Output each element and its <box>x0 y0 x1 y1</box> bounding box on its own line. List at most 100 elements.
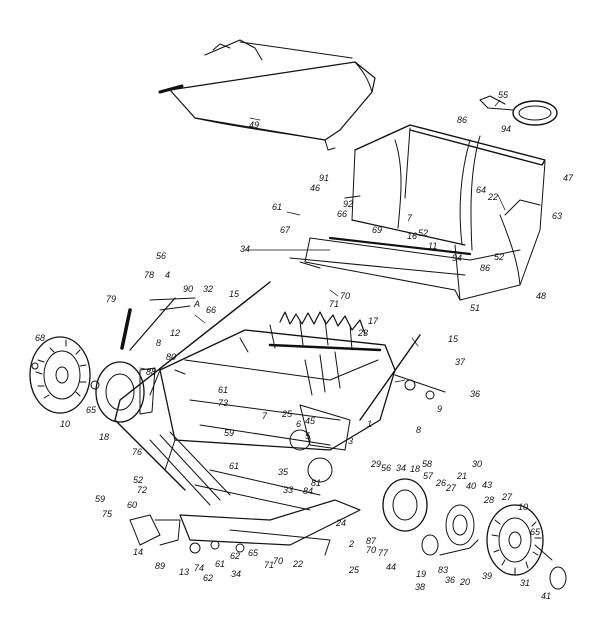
callout: 46 <box>310 183 321 193</box>
callout: 36 <box>470 389 481 399</box>
callout: 48 <box>536 291 547 301</box>
callout: 80 <box>166 352 177 362</box>
callout: 52 <box>418 228 429 238</box>
callout: 79 <box>106 294 117 304</box>
callout: 89 <box>155 561 166 571</box>
lower-frame <box>149 431 361 556</box>
callout: 40 <box>466 481 477 491</box>
callout: 16 <box>407 231 418 241</box>
callout: 20 <box>460 577 471 587</box>
callout: 14 <box>133 547 144 557</box>
callout: 59 <box>224 428 235 438</box>
callout: 58 <box>422 459 433 469</box>
callout: 78 <box>144 270 155 280</box>
callout: 35 <box>278 467 289 477</box>
callout: 23 <box>358 328 369 338</box>
callout: 73 <box>218 398 229 408</box>
callout: 26 <box>436 478 447 488</box>
callout: 70 <box>340 291 351 301</box>
callout: 44 <box>386 562 397 572</box>
callout: 12 <box>170 328 181 338</box>
callout: 63 <box>552 211 563 221</box>
callout: 49 <box>249 120 260 130</box>
callout: 13 <box>179 567 190 577</box>
callout: 27 <box>446 483 457 493</box>
callout: 69 <box>372 225 383 235</box>
callout: 62 <box>230 551 241 561</box>
callout: 61 <box>272 202 283 212</box>
callout: 15 <box>229 289 240 299</box>
callout: 1 <box>367 419 373 429</box>
callout: 59 <box>95 494 106 504</box>
hopper-frame <box>289 124 546 301</box>
callout: 21 <box>457 471 468 481</box>
callout: 56 <box>156 251 167 261</box>
callout: 94 <box>452 253 463 263</box>
callout: 92 <box>343 199 354 209</box>
callout: 66 <box>337 209 348 219</box>
callout: 6 <box>296 419 302 429</box>
callout: 18 <box>410 464 421 474</box>
callout: 22 <box>293 559 304 569</box>
callout: 41 <box>541 591 552 601</box>
callout: 9 <box>437 404 443 414</box>
callout: 74 <box>194 563 205 573</box>
callout: 10 <box>518 502 529 512</box>
callout: 55 <box>498 90 509 100</box>
callout: 62 <box>203 573 214 583</box>
callout: 7 <box>407 213 413 223</box>
callout: 36 <box>445 575 456 585</box>
callout: 38 <box>415 582 426 592</box>
grass-bag <box>158 39 376 151</box>
callout: 11 <box>428 241 438 251</box>
callout: 10 <box>60 419 71 429</box>
callout: 30 <box>472 459 483 469</box>
callout: 61 <box>229 461 240 471</box>
callout: 83 <box>438 565 449 575</box>
callout: 3 <box>348 436 354 446</box>
callout: 71 <box>329 299 340 309</box>
callout: 25 <box>349 565 360 575</box>
callout: 87 <box>366 536 377 546</box>
callout: 76 <box>132 447 143 457</box>
callout: 77 <box>378 548 389 558</box>
callout: 34 <box>231 569 242 579</box>
callout: 5 <box>305 431 311 441</box>
callout: 65 <box>530 527 541 537</box>
callout: 52 <box>494 252 505 262</box>
callout: 51 <box>470 303 481 313</box>
callout: 2 <box>349 539 355 549</box>
callout: 75 <box>102 509 113 519</box>
callout: 8 <box>416 425 422 435</box>
callout: 25 <box>282 409 293 419</box>
callout: 47 <box>563 173 574 183</box>
callout: 84 <box>303 486 314 496</box>
callout: 22 <box>488 192 499 202</box>
callout: 86 <box>480 263 491 273</box>
callout: 71 <box>264 560 275 570</box>
callout: 64 <box>476 185 487 195</box>
callout: 34 <box>396 463 407 473</box>
callout: 43 <box>482 480 493 490</box>
callout: 37 <box>455 357 466 367</box>
callout: 52 <box>133 475 144 485</box>
callout: 17 <box>368 316 379 326</box>
handle-arms <box>114 281 421 491</box>
callout: 88 <box>146 367 157 377</box>
callout: 61 <box>215 559 226 569</box>
callout: 91 <box>319 173 330 183</box>
callout: 33 <box>283 485 294 495</box>
callout: 8 <box>156 338 162 348</box>
callout: 28 <box>484 495 495 505</box>
right-wheel <box>382 478 567 590</box>
callout: 7 <box>262 411 268 421</box>
callout: 90 <box>183 284 194 294</box>
callout: 57 <box>423 471 434 481</box>
callout: 4 <box>165 270 171 280</box>
left-wheel <box>29 336 145 423</box>
callout: 66 <box>206 305 217 315</box>
callout: A <box>194 299 201 309</box>
callout: 86 <box>457 115 468 125</box>
